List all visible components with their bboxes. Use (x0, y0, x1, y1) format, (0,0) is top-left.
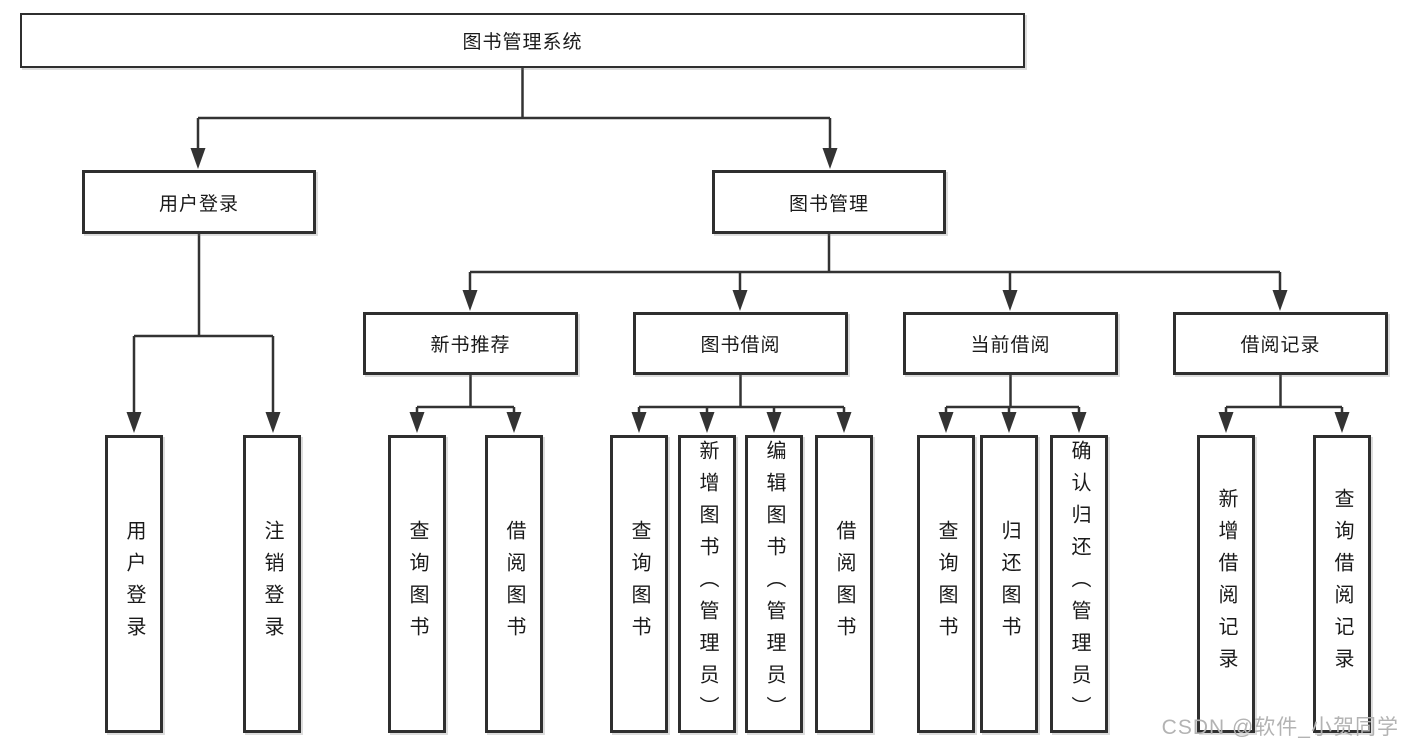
leaf-borrow-edit-book-admin: 编辑图书（管理员） (745, 435, 803, 733)
leaf-record-add-record: 新增借阅记录 (1197, 435, 1255, 733)
node-new-book-recommend: 新书推荐 (363, 312, 578, 375)
leaf-logout: 注销登录 (243, 435, 301, 733)
node-root: 图书管理系统 (20, 13, 1025, 68)
node-book-management: 图书管理 (712, 170, 946, 234)
leaf-newbook-borrow-book: 借阅图书 (485, 435, 543, 733)
watermark: CSDN @软件_小贺同学 (1161, 716, 1399, 739)
leaf-current-return-book: 归还图书 (980, 435, 1038, 733)
leaf-record-query-record: 查询借阅记录 (1313, 435, 1371, 733)
leaf-borrow-query-book: 查询图书 (610, 435, 668, 733)
leaf-borrow-borrow-book: 借阅图书 (815, 435, 873, 733)
leaf-user-login: 用户登录 (105, 435, 163, 733)
node-current-borrow: 当前借阅 (903, 312, 1118, 375)
connector-paths (132, 68, 1344, 416)
leaf-newbook-query-book: 查询图书 (388, 435, 446, 733)
node-borrow-record: 借阅记录 (1173, 312, 1388, 375)
leaf-borrow-add-book-admin: 新增图书（管理员） (678, 435, 736, 733)
arrowheads (126, 148, 1350, 433)
leaf-current-query-book: 查询图书 (917, 435, 975, 733)
node-user-login: 用户登录 (82, 170, 316, 234)
node-book-borrow: 图书借阅 (633, 312, 848, 375)
leaf-current-confirm-return-admin: 确认归还（管理员） (1050, 435, 1108, 733)
